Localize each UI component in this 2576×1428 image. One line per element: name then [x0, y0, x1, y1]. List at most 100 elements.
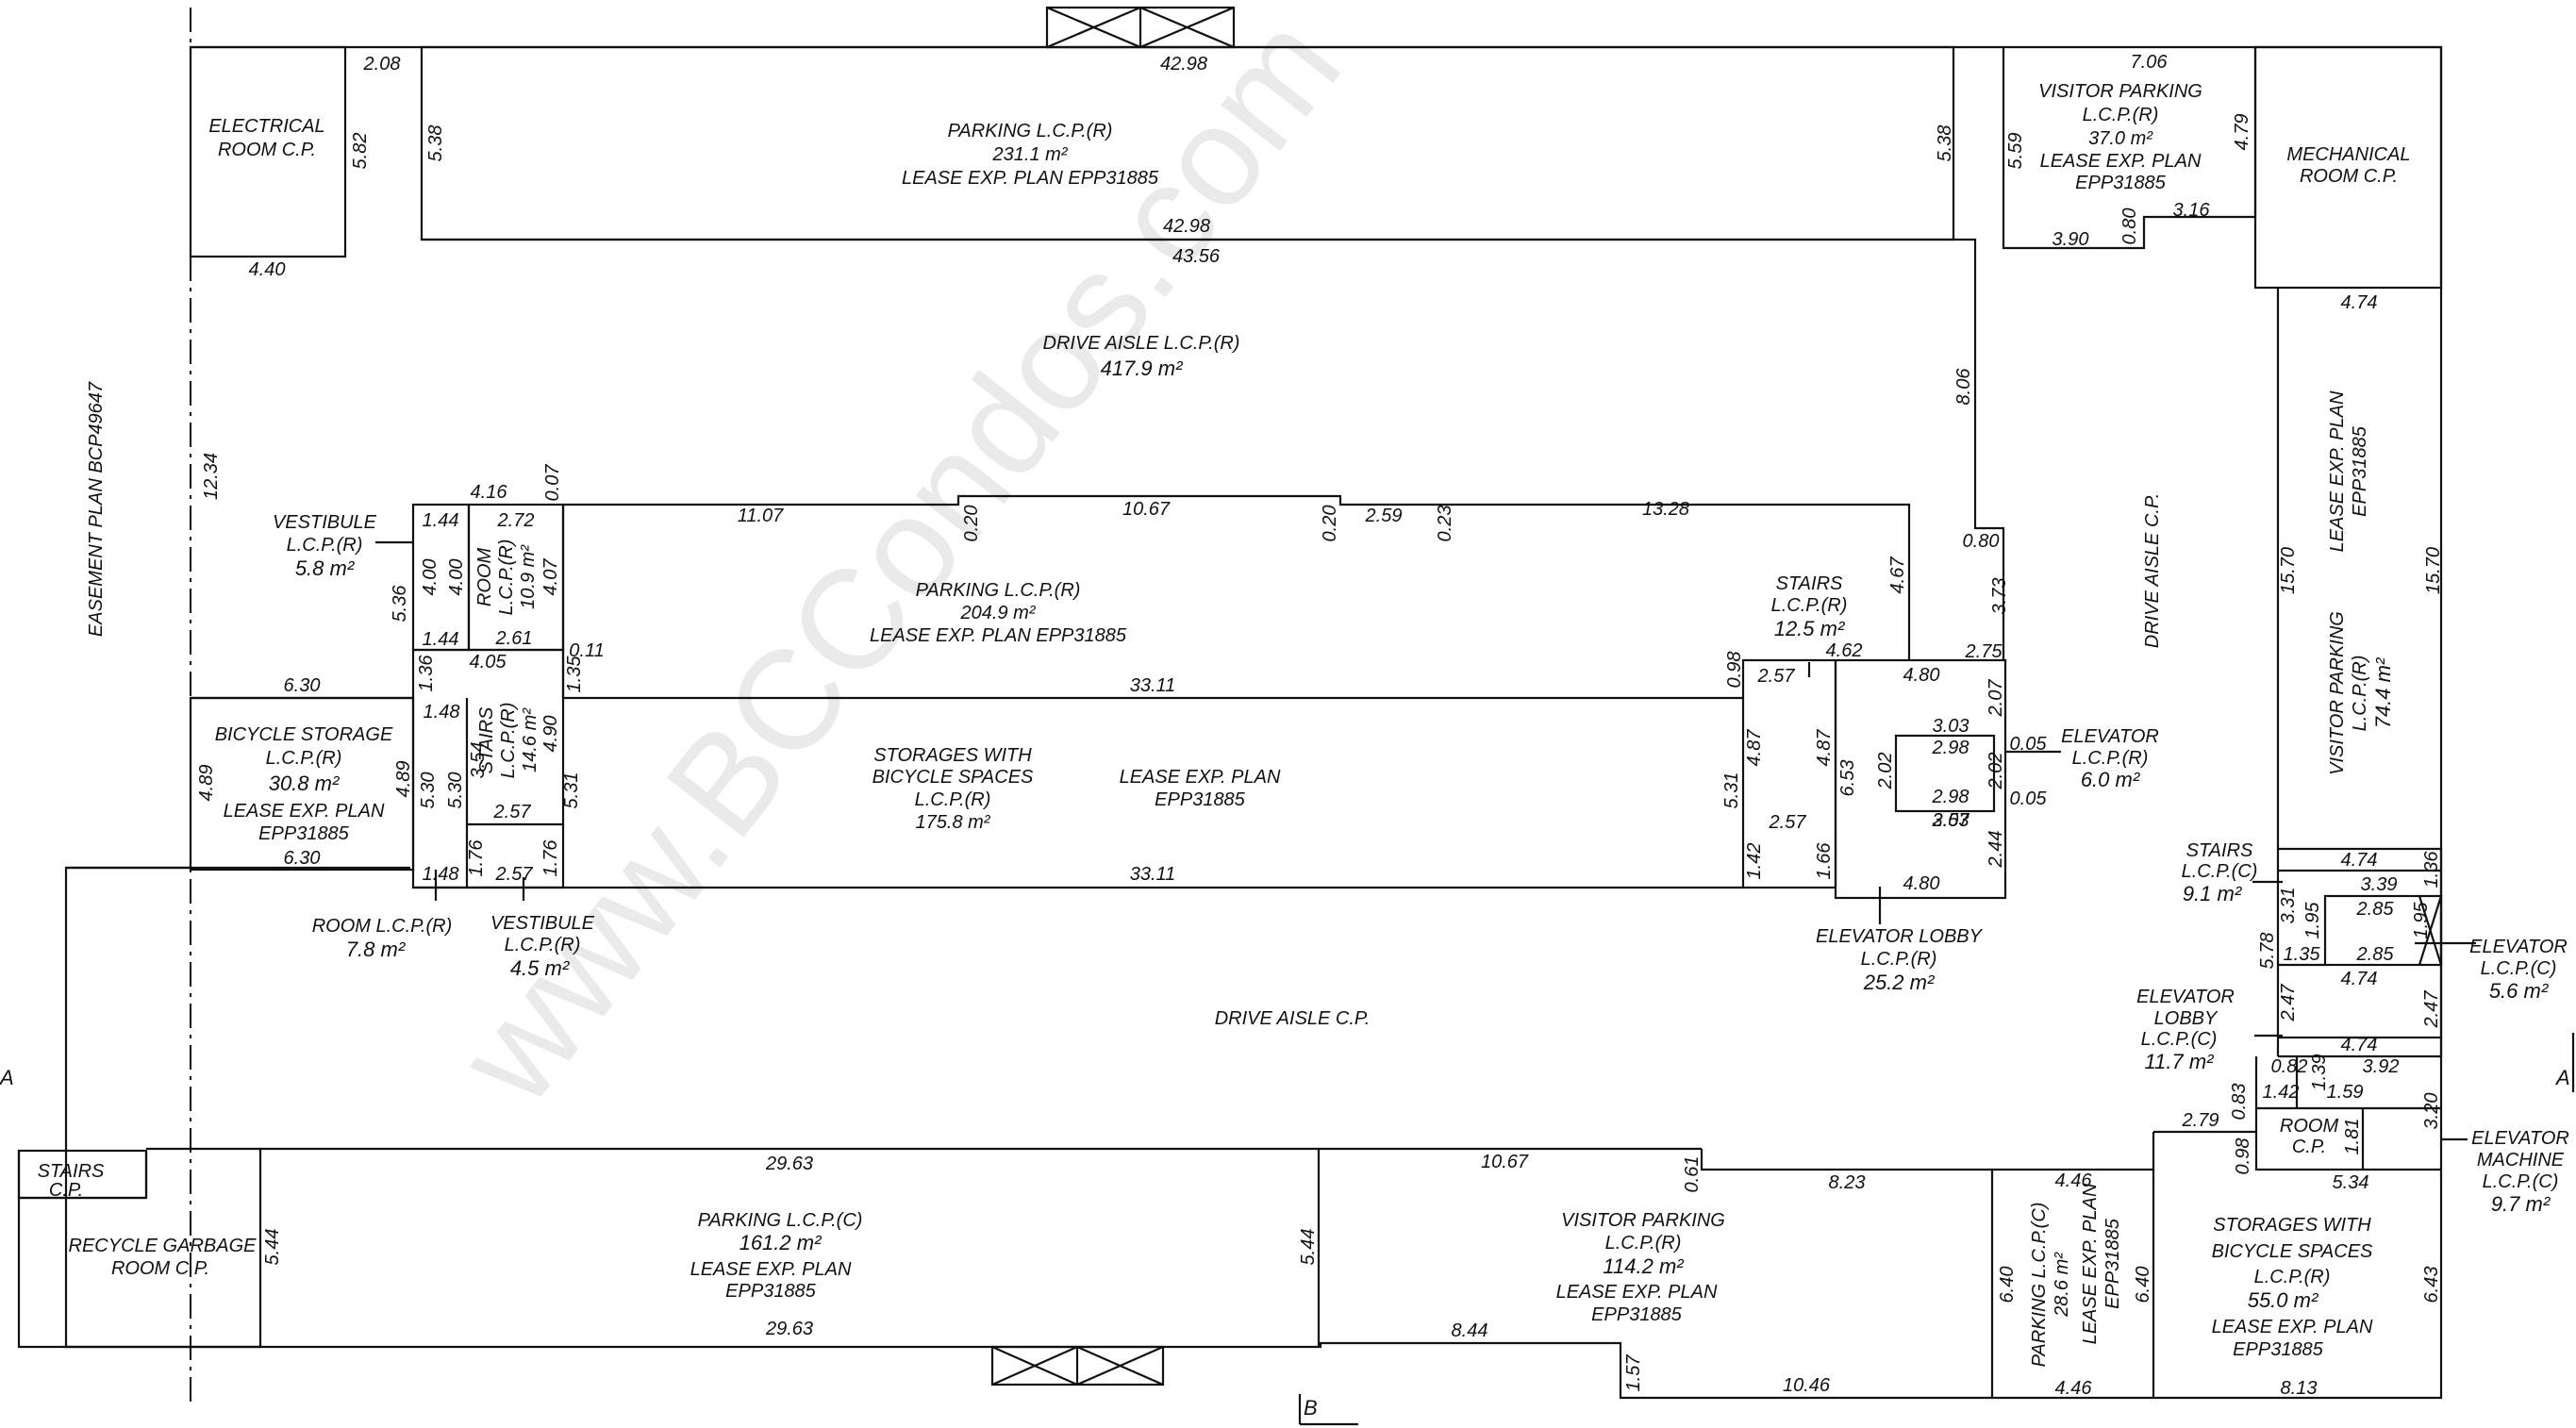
label-easement: EASEMENT PLAN BCP49647 [86, 381, 107, 637]
svg-text:3.20: 3.20 [2421, 1093, 2442, 1130]
svg-text:1.44: 1.44 [423, 629, 459, 650]
label-parking-small: PARKING L.C.P.(C) 28.6 m² LEASE EXP. PLA… [2029, 1183, 2123, 1367]
svg-text:1.95: 1.95 [2411, 902, 2432, 939]
svg-text:37.0 m²: 37.0 m² [2088, 128, 2153, 149]
section-marker-b: B [1298, 1394, 1358, 1426]
svg-text:4.16: 4.16 [471, 482, 508, 503]
svg-text:0.80: 0.80 [1963, 531, 2000, 552]
svg-text:3.16: 3.16 [2173, 200, 2211, 221]
door-bottom [990, 1345, 1165, 1386]
svg-text:LEASE EXP. PLAN: LEASE EXP. PLAN [1120, 767, 1281, 788]
svg-text:2.47: 2.47 [2421, 990, 2442, 1029]
svg-text:LEASE EXP. PLAN: LEASE EXP. PLAN [2327, 390, 2348, 552]
svg-text:5.30: 5.30 [418, 772, 439, 809]
svg-text:BICYCLE STORAGE: BICYCLE STORAGE [215, 724, 393, 745]
label-stairs-cp: STAIRS C.P. [38, 1161, 105, 1201]
svg-text:EPP31885: EPP31885 [725, 1281, 817, 1302]
svg-text:2.02: 2.02 [1875, 753, 1896, 790]
label-vestibule-bottom: VESTIBULE L.C.P.(R) 4.5 m² [490, 913, 595, 980]
label-lease-exp-right: LEASE EXP. PLAN EPP31885 [2327, 390, 2370, 552]
svg-text:VISITOR PARKING: VISITOR PARKING [1561, 1210, 1725, 1231]
svg-text:5.8 m²: 5.8 m² [295, 556, 355, 580]
svg-text:1.35: 1.35 [2284, 944, 2321, 965]
label-parking-bottom: PARKING L.C.P.(C) 161.2 m² LEASE EXP. PL… [690, 1210, 863, 1302]
svg-text:3.31: 3.31 [2278, 888, 2299, 924]
svg-text:5.6 m²: 5.6 m² [2489, 979, 2549, 1003]
svg-text:4.90: 4.90 [540, 716, 561, 753]
svg-text:ELEVATOR LOBBY: ELEVATOR LOBBY [1816, 926, 1984, 947]
svg-text:4.87: 4.87 [1814, 729, 1835, 767]
svg-text:5.38: 5.38 [425, 125, 446, 162]
svg-text:4.00: 4.00 [446, 559, 467, 596]
room-cp [2153, 1056, 2441, 1171]
label-storages-left: STORAGES WITH BICYCLE SPACES L.C.P.(R) 1… [873, 745, 1034, 833]
svg-text:4.74: 4.74 [2341, 1035, 2378, 1055]
svg-text:4.46: 4.46 [2055, 1171, 2093, 1191]
svg-text:C.P.: C.P. [49, 1180, 83, 1201]
label-lease-exp-mid: LEASE EXP. PLAN EPP31885 [1120, 767, 1281, 810]
svg-text:1.36: 1.36 [416, 655, 437, 692]
svg-text:12.5 m²: 12.5 m² [1774, 617, 1845, 640]
svg-text:L.C.P.(C): L.C.P.(C) [2141, 1029, 2218, 1050]
svg-text:ROOM C.P.: ROOM C.P. [2300, 166, 2398, 187]
svg-text:L.C.P.(R): L.C.P.(R) [2083, 105, 2159, 125]
svg-text:10.67: 10.67 [1481, 1152, 1529, 1172]
svg-text:2.59: 2.59 [1365, 506, 1403, 526]
svg-text:2.47: 2.47 [2278, 984, 2299, 1022]
label-recycle: RECYCLE GARBAGE ROOM C.P. [69, 1236, 258, 1279]
elevator-lobby [1834, 658, 2007, 900]
svg-text:1.39: 1.39 [2309, 1054, 2330, 1091]
label-elevator-right: ELEVATOR L.C.P.(R) 6.0 m² [2061, 726, 2159, 791]
label-elevator-machine: ELEVATOR MACHINE L.C.P.(C) 9.7 m² [2471, 1128, 2569, 1216]
svg-text:ROOM: ROOM [2280, 1116, 2339, 1137]
svg-text:ELEVATOR: ELEVATOR [2469, 937, 2568, 957]
svg-text:0.07: 0.07 [542, 464, 563, 502]
svg-text:MECHANICAL: MECHANICAL [2286, 144, 2410, 165]
svg-text:4.62: 4.62 [1826, 640, 1863, 661]
svg-text:175.8 m²: 175.8 m² [916, 812, 991, 833]
svg-text:STAIRS: STAIRS [1776, 573, 1843, 594]
label-parking-top: PARKING L.C.P.(R) 231.1 m² LEASE EXP. PL… [902, 121, 1159, 189]
svg-text:4.00: 4.00 [420, 559, 440, 596]
svg-text:MACHINE: MACHINE [2477, 1150, 2565, 1171]
svg-text:ELEVATOR: ELEVATOR [2061, 726, 2159, 747]
svg-text:5.59: 5.59 [2005, 133, 2026, 170]
svg-text:2.98: 2.98 [1932, 787, 1969, 807]
svg-text:417.9 m²: 417.9 m² [1101, 357, 1183, 380]
svg-text:2.57: 2.57 [1932, 810, 1970, 831]
label-vestibule-top: VESTIBULE L.C.P.(R) 5.8 m² [273, 512, 377, 580]
svg-text:EPP31885: EPP31885 [1591, 1304, 1683, 1325]
label-room-top: ROOM L.C.P.(R) 10.9 m² [474, 540, 539, 616]
svg-text:2.57: 2.57 [493, 802, 532, 822]
svg-text:6.0 m²: 6.0 m² [2081, 768, 2140, 791]
svg-text:3.90: 3.90 [2052, 229, 2089, 250]
svg-text:231.1 m²: 231.1 m² [992, 144, 1069, 165]
label-elevator-c: ELEVATOR L.C.P.(C) 5.6 m² [2469, 937, 2568, 1003]
svg-text:LEASE EXP. PLAN: LEASE EXP. PLAN [2080, 1183, 2101, 1344]
svg-text:STAIRS: STAIRS [2186, 840, 2253, 861]
svg-text:6.30: 6.30 [284, 848, 321, 869]
svg-text:5.30: 5.30 [445, 772, 466, 809]
svg-text:LEASE EXP. PLAN: LEASE EXP. PLAN [2212, 1317, 2373, 1337]
svg-text:8.44: 8.44 [1452, 1320, 1488, 1341]
svg-text:15.70: 15.70 [2423, 547, 2444, 594]
svg-text:2.79: 2.79 [2182, 1110, 2219, 1131]
svg-text:L.C.P.(R): L.C.P.(R) [498, 703, 519, 779]
svg-text:ELEVATOR: ELEVATOR [2136, 987, 2235, 1007]
svg-text:EPP31885: EPP31885 [2350, 425, 2370, 517]
svg-text:29.63: 29.63 [765, 1154, 813, 1174]
svg-text:0.20: 0.20 [961, 506, 982, 542]
svg-text:VESTIBULE: VESTIBULE [273, 512, 377, 533]
svg-text:EPP31885: EPP31885 [2233, 1339, 2324, 1360]
label-elevator-lobby-c: ELEVATOR LOBBY L.C.P.(C) 11.7 m² [2136, 987, 2235, 1073]
label-electrical-room: ELECTRICAL ROOM C.P. [208, 116, 324, 160]
svg-text:3.39: 3.39 [2361, 874, 2398, 895]
svg-text:1.95: 1.95 [2302, 902, 2323, 939]
leader-arrows [375, 540, 2476, 1141]
svg-text:L.C.P.(R): L.C.P.(R) [496, 540, 517, 616]
label-drive-aisle-cp-right: DRIVE AISLE C.P. [2142, 493, 2163, 649]
svg-text:4.79: 4.79 [2232, 114, 2252, 151]
svg-text:STAIRS: STAIRS [38, 1161, 105, 1182]
svg-text:8.13: 8.13 [2281, 1378, 2318, 1399]
svg-text:1.66: 1.66 [1814, 842, 1835, 880]
